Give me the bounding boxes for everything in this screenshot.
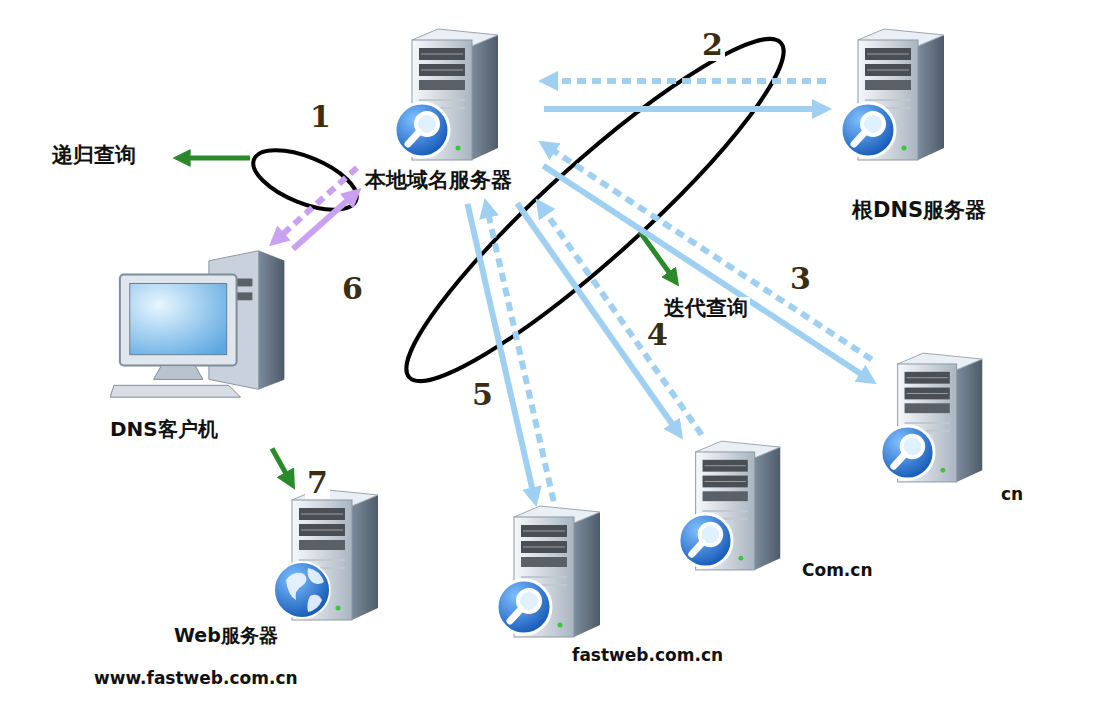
callout-number: 1 xyxy=(308,100,333,133)
node-label: DNS客户机 xyxy=(110,417,218,441)
dns-server: fastweb.com.cn xyxy=(490,505,730,677)
callout-number: 2 xyxy=(700,28,725,61)
query-arrow xyxy=(468,204,536,501)
node-label: 根DNS服务器 xyxy=(852,198,986,223)
query-type-label: 递归查询 xyxy=(50,144,138,167)
response-arrow xyxy=(544,78,826,84)
client-computer: DNS客户机 xyxy=(100,245,290,445)
query-arrow xyxy=(517,203,680,434)
query-arrow xyxy=(293,192,357,249)
callout-number: 6 xyxy=(340,272,365,305)
query-arrow xyxy=(272,449,292,485)
response-arrow xyxy=(543,144,871,359)
callout-number: 5 xyxy=(470,378,495,411)
callout-number: 3 xyxy=(788,262,813,295)
dns-server: 本地域名服务器 xyxy=(360,28,540,200)
node-label: Web服务器 xyxy=(174,624,278,647)
query-arrow xyxy=(544,106,826,112)
dns-server: Com.cn xyxy=(672,438,877,593)
callout-number: 4 xyxy=(645,318,670,351)
dns-server: 根DNS服务器 xyxy=(830,28,1005,233)
node-sublabel: www.fastweb.com.cn xyxy=(94,668,298,688)
web-server: Web服务器 www.fastweb.com.cn xyxy=(88,488,418,703)
dns-server: cn xyxy=(875,352,1040,512)
query-arrow xyxy=(543,166,871,381)
callout-number: 7 xyxy=(305,466,330,499)
response-arrow xyxy=(486,204,554,501)
response-arrow xyxy=(274,168,358,243)
node-label: 本地域名服务器 xyxy=(365,168,512,193)
node-label: fastweb.com.cn xyxy=(572,645,723,665)
query-type-label: 迭代查询 xyxy=(662,297,750,320)
node-label: cn xyxy=(1001,484,1023,504)
node-label: Com.cn xyxy=(802,560,873,580)
